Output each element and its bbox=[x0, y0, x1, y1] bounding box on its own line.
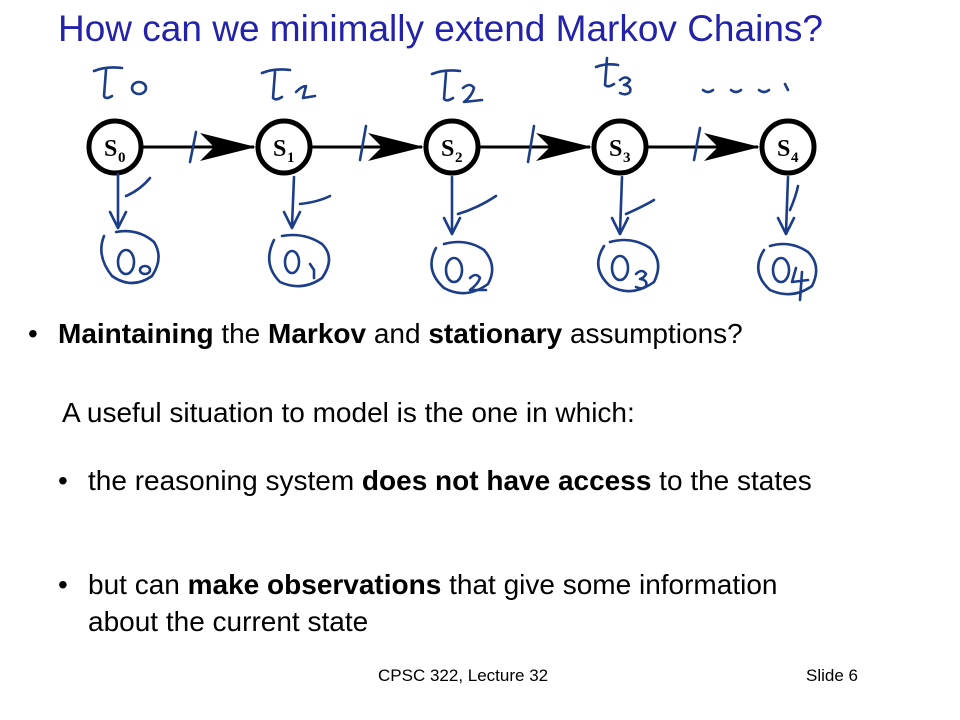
arrowhead-s0-s1 bbox=[200, 133, 256, 161]
sub1-text-a: the reasoning system bbox=[88, 465, 362, 496]
bullet-text-1: the bbox=[213, 318, 269, 349]
observation-o1 bbox=[267, 233, 331, 288]
state-s2-letter: S bbox=[441, 136, 454, 162]
chain-arrows bbox=[142, 133, 760, 161]
sub2-text-a: but can bbox=[88, 569, 188, 600]
state-s3-subscript: 3 bbox=[623, 150, 631, 166]
time-label-t0 bbox=[92, 66, 148, 100]
state-s3-letter: S bbox=[609, 136, 622, 162]
time-label-t3 bbox=[594, 56, 632, 96]
arrowhead-s1-s2 bbox=[368, 133, 424, 161]
sub-bullet-1-dot: • bbox=[58, 465, 68, 496]
sub-bullet-1-text: the reasoning system does not have acces… bbox=[88, 462, 938, 499]
bullet-text-2: and bbox=[366, 318, 429, 349]
sub-bullet-2-dot: • bbox=[58, 569, 68, 600]
state-s1-letter: S bbox=[273, 136, 286, 162]
bullet-markov: Markov bbox=[268, 318, 367, 349]
arrowhead-s2-s3 bbox=[536, 133, 592, 161]
bullet-text-3: assumptions? bbox=[562, 318, 743, 349]
sub1-emphasis: does not have access bbox=[361, 465, 652, 496]
main-bullet: • Maintaining the Markov and stationary a… bbox=[28, 318, 743, 350]
observation-arrows bbox=[108, 172, 800, 236]
state-s2-subscript: 2 bbox=[455, 150, 463, 166]
footer-slide-number: Slide 6 bbox=[806, 666, 858, 685]
time-labels bbox=[92, 56, 790, 104]
slide-title: How can we minimally extend Markov Chain… bbox=[58, 8, 823, 49]
time-label-t2 bbox=[430, 69, 484, 104]
state-s4: S 4 bbox=[759, 118, 817, 176]
sub-bullet-2-text: but can make observations that give some… bbox=[88, 566, 808, 640]
bullet-dot: • bbox=[28, 318, 38, 349]
observation-o0 bbox=[100, 229, 160, 285]
observation-o3 bbox=[596, 238, 660, 293]
arrowhead-s3-s4 bbox=[704, 133, 760, 161]
state-s1: S 1 bbox=[255, 118, 313, 176]
time-label-t1 bbox=[260, 68, 317, 101]
bullet-stationary: stationary bbox=[428, 318, 563, 349]
bullet-maintaining: Maintaining bbox=[58, 318, 214, 349]
state-s2: S 2 bbox=[423, 118, 481, 176]
sub1-text-b: to the states bbox=[651, 465, 812, 496]
situation-paragraph: A useful situation to model is the one i… bbox=[62, 397, 635, 428]
footer-course: CPSC 322, Lecture 32 bbox=[378, 666, 549, 685]
sub2-emphasis: make observations bbox=[187, 569, 442, 600]
state-s4-letter: S bbox=[777, 136, 790, 162]
state-s1-subscript: 1 bbox=[287, 150, 295, 166]
sub2-text-b: that give some information about the cur… bbox=[88, 569, 778, 637]
state-s4-subscript: 4 bbox=[791, 150, 799, 166]
state-s0-subscript: 0 bbox=[118, 150, 126, 166]
arrow-tick-marks bbox=[188, 124, 702, 164]
state-s0: S 0 bbox=[86, 118, 144, 176]
observation-o2 bbox=[430, 240, 494, 295]
time-label-dots bbox=[701, 82, 790, 94]
state-s0-letter: S bbox=[104, 136, 117, 162]
observation-nodes bbox=[100, 229, 818, 302]
state-s3: S 3 bbox=[591, 118, 649, 176]
observation-o4 bbox=[756, 242, 818, 302]
